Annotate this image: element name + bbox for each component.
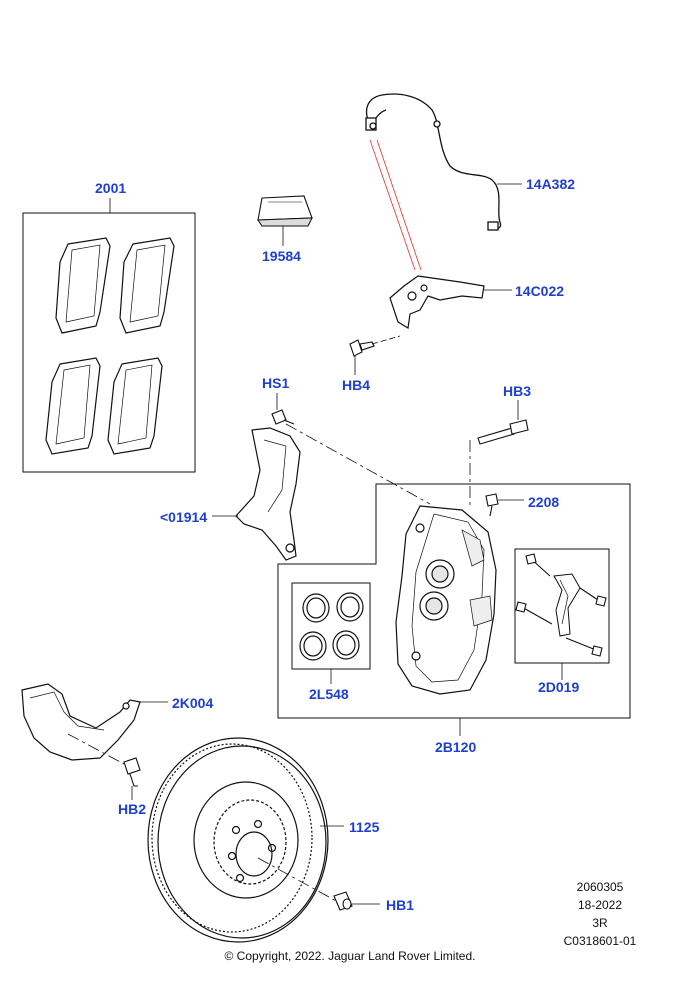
part-01914-mounting-bracket [235, 427, 301, 561]
part-caliper [395, 505, 497, 695]
bolt-HB4 [349, 339, 375, 357]
bleed-screw-2208 [485, 493, 499, 517]
callout-14A382[interactable]: 14A382 [526, 176, 576, 192]
callout-2208[interactable]: 2208 [528, 494, 560, 510]
callout-1125[interactable]: 1125 [349, 819, 380, 835]
hardware-kit-parts [515, 553, 607, 657]
diagram-ref-number: 2060305 [576, 880, 624, 894]
callout-2K004[interactable]: 2K004 [172, 695, 214, 711]
seal-kit-rings [299, 592, 364, 661]
screw-HS1 [271, 409, 295, 425]
brake-pad-top-right [119, 237, 175, 334]
bolt-HB3 [477, 419, 529, 445]
assembly-line-HB2 [67, 733, 125, 765]
part-14C022-bracket [389, 275, 485, 329]
part-14A382-sensor-wire [365, 93, 502, 231]
callout-HB4[interactable]: HB4 [342, 377, 371, 393]
brake-pad-bottom-left [45, 357, 101, 455]
brake-pad-bottom-right [107, 357, 163, 455]
callout-2001[interactable]: 2001 [95, 180, 127, 196]
copyright-notice: © Copyright, 2022. Jaguar Land Rover Lim… [224, 949, 476, 963]
caliper-group-box [277, 483, 631, 719]
diagram-code: C0318601-01 [563, 934, 637, 948]
callout-HS1[interactable]: HS1 [262, 375, 290, 391]
callout-HB1[interactable]: HB1 [386, 897, 415, 913]
callout-2B120[interactable]: 2B120 [435, 739, 477, 755]
callout-19584[interactable]: 19584 [262, 248, 301, 264]
callout-2L548[interactable]: 2L548 [309, 686, 349, 702]
diagram-revision: 3R [592, 916, 608, 930]
sensor-wire-guide-line-2 [376, 139, 422, 271]
callout-14C022[interactable]: 14C022 [515, 283, 565, 299]
brake-pad-top-left [55, 237, 111, 334]
bolt-HB2 [123, 757, 141, 787]
diagram-date: 18-2022 [577, 898, 623, 912]
assembly-line-HB4 [371, 335, 401, 345]
callout-HB2[interactable]: HB2 [118, 801, 147, 817]
callout-01914[interactable]: <01914 [160, 509, 208, 525]
part-19584-clip [256, 195, 313, 227]
brake-pad-set-box [22, 212, 196, 473]
part-1125-brake-disc [147, 737, 329, 943]
sensor-wire-guide-line-1 [369, 139, 416, 271]
screw-HB1 [333, 891, 353, 911]
callout-2D019[interactable]: 2D019 [538, 679, 580, 695]
assembly-line-HS1 [285, 423, 431, 505]
part-2K004-splash-shield [21, 683, 141, 761]
callout-HB3[interactable]: HB3 [503, 383, 532, 399]
assembly-line-HB1 [257, 857, 339, 903]
